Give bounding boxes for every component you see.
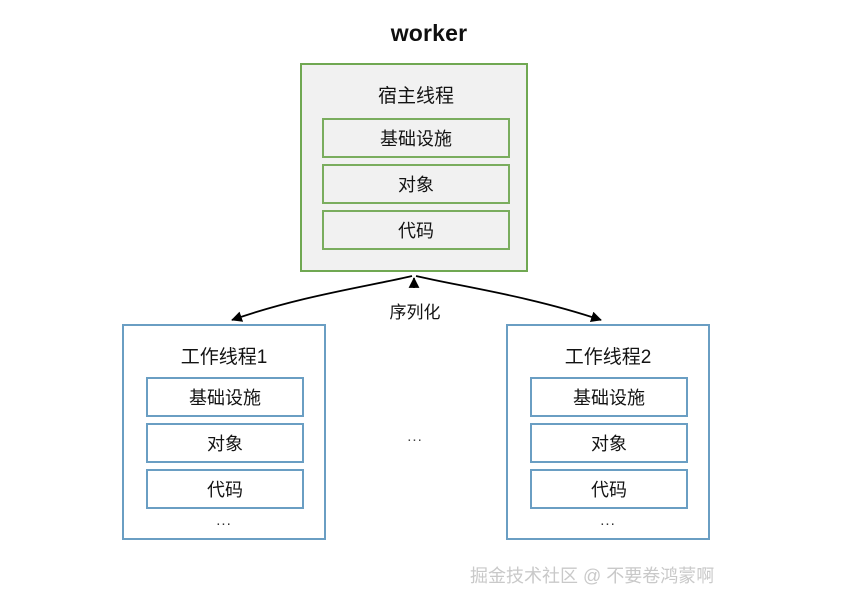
host-thread-container[interactable]: 宿主线程 基础设施 对象 代码: [300, 63, 528, 272]
worker-item-label: 对象: [591, 434, 627, 454]
worker-1-item-infrastructure[interactable]: 基础设施: [146, 377, 304, 417]
worker-thread-1-title: 工作线程1: [180, 347, 268, 368]
host-item-infrastructure[interactable]: 基础设施: [322, 118, 510, 158]
worker-2-item-objects[interactable]: 对象: [530, 423, 688, 463]
diagram-title: worker: [390, 20, 468, 46]
host-item-label: 对象: [398, 175, 434, 195]
host-item-label: 基础设施: [380, 129, 452, 149]
worker-item-label: 代码: [591, 480, 627, 500]
worker-1-item-objects[interactable]: 对象: [146, 423, 304, 463]
worker-1-item-code[interactable]: 代码: [146, 469, 304, 509]
watermark-text: 掘金技术社区 @ 不要卷鸿蒙啊: [470, 566, 715, 586]
serialization-label: 序列化: [370, 296, 460, 325]
worker-item-label: 对象: [207, 434, 243, 454]
worker-item-label: 代码: [207, 480, 243, 500]
host-item-objects[interactable]: 对象: [322, 164, 510, 204]
worker-item-label: 基础设施: [189, 388, 261, 408]
between-workers-ellipsis: ...: [407, 428, 423, 445]
worker-item-label: 基础设施: [573, 388, 645, 408]
worker-thread-2-container[interactable]: 工作线程2 基础设施 对象 代码 ...: [506, 324, 710, 540]
worker-2-ellipsis: ...: [600, 512, 616, 529]
worker-thread-2-title: 工作线程2: [564, 347, 652, 368]
worker-2-item-code[interactable]: 代码: [530, 469, 688, 509]
host-item-code[interactable]: 代码: [322, 210, 510, 250]
host-item-label: 代码: [398, 221, 434, 241]
worker-thread-1-container[interactable]: 工作线程1 基础设施 对象 代码 ...: [122, 324, 326, 540]
worker-1-ellipsis: ...: [216, 512, 232, 529]
host-thread-title: 宿主线程: [377, 86, 454, 107]
worker-2-item-infrastructure[interactable]: 基础设施: [530, 377, 688, 417]
